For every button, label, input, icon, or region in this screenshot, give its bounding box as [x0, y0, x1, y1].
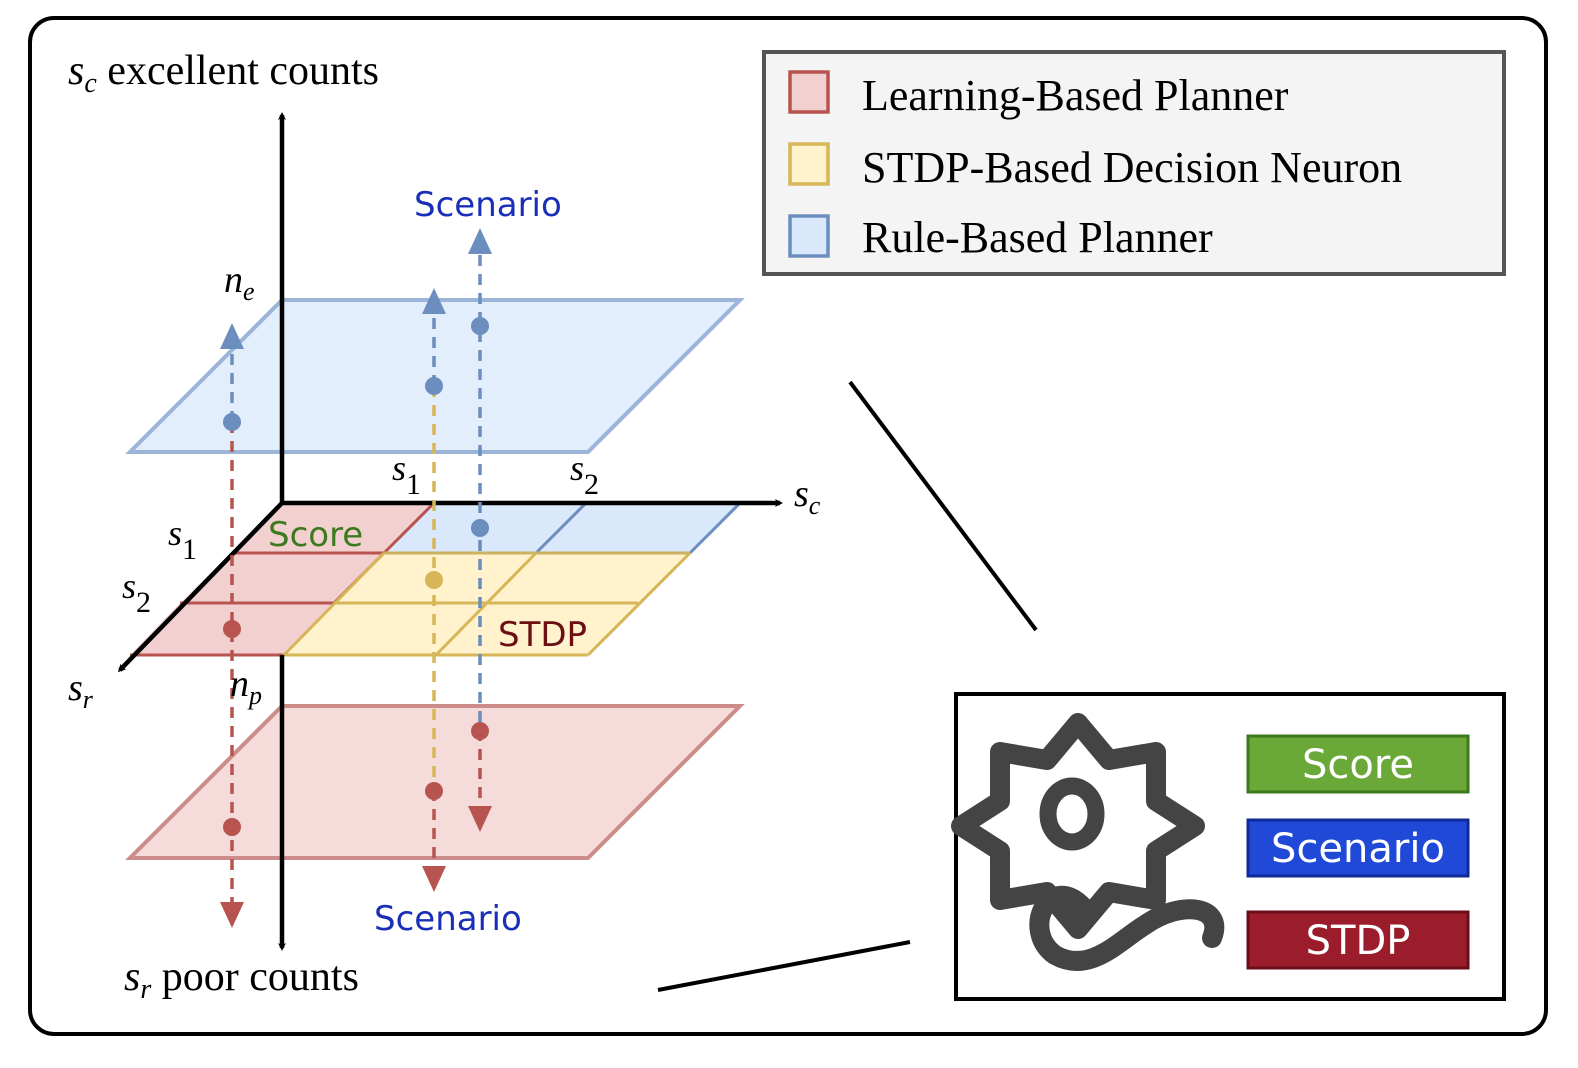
zoom-line-top	[848, 380, 1038, 632]
scenario-top-label: Scenario	[414, 185, 562, 225]
legend-label: STDP-Based Decision Neuron	[862, 143, 1402, 192]
dot-blue	[471, 519, 489, 537]
arrow-up-left	[220, 323, 244, 349]
plane-np-label: np	[230, 663, 262, 710]
legend-label: Rule-Based Planner	[862, 213, 1213, 262]
dot-red	[223, 620, 241, 638]
dot-red	[425, 782, 443, 800]
decision-grid	[130, 501, 742, 657]
axis-left	[117, 501, 284, 673]
arrow-up-right	[468, 228, 492, 254]
tick-sr1: s1	[168, 513, 197, 566]
dot-red	[223, 818, 241, 836]
axis-up-label: sc excellent counts	[68, 48, 379, 99]
stdp-badge: STDP	[1246, 910, 1470, 970]
stdp-badge-rect	[1246, 910, 1470, 970]
score-grid-label: Score	[268, 515, 363, 555]
zoom-line-bottom	[657, 940, 911, 992]
dot-blue	[425, 377, 443, 395]
scenario-badge-rect	[1246, 818, 1470, 878]
dot-yellow	[425, 571, 443, 589]
arrow-down-right	[468, 806, 492, 832]
arrow-up-mid	[422, 288, 446, 314]
flow-arrowheads	[220, 228, 492, 928]
flow-dots	[223, 317, 489, 836]
grid-red-region	[130, 503, 434, 655]
dot-red	[471, 722, 489, 740]
legend-item: Rule-Based Planner	[788, 213, 1213, 262]
stdp-grid-label: STDP	[498, 615, 587, 655]
scenario-badge: Scenario	[1246, 818, 1470, 878]
axis-right-label: sc	[794, 473, 821, 520]
legend-swatch-yellow	[788, 142, 830, 186]
scenario-badge-label: Scenario	[1271, 826, 1445, 872]
legend-box	[762, 50, 1506, 276]
tick-sr2: s2	[122, 566, 151, 619]
tick-sc1: s1	[392, 448, 421, 501]
score-badge-rect	[1246, 734, 1470, 794]
tick-sc2: s2	[570, 448, 599, 501]
arrow-down-mid	[422, 866, 446, 892]
legend-item: Learning-Based Planner	[788, 70, 1289, 120]
score-badge: Score	[1246, 734, 1470, 794]
stdp-badge-label: STDP	[1306, 918, 1411, 964]
dot-blue	[471, 317, 489, 335]
legend-item: STDP-Based Decision Neuron	[788, 142, 1402, 192]
legend: Learning-Based Planner STDP-Based Decisi…	[762, 50, 1506, 276]
plane-ne-label: ne	[224, 259, 255, 306]
axis-left-label: sr	[68, 667, 94, 714]
score-badge-label: Score	[1302, 742, 1414, 788]
legend-swatch-red	[788, 70, 830, 114]
axis-down-label: sr poor counts	[124, 954, 359, 1005]
scenario-bottom-label: Scenario	[374, 899, 522, 939]
dot-blue	[223, 413, 241, 431]
neuron-panel: Score Scenario STDP	[951, 692, 1506, 1001]
arrow-down-left	[220, 902, 244, 928]
neuron-icon	[951, 713, 1225, 971]
legend-swatch-blue	[788, 214, 830, 258]
axes	[117, 112, 783, 951]
legend-label: Learning-Based Planner	[862, 71, 1289, 120]
